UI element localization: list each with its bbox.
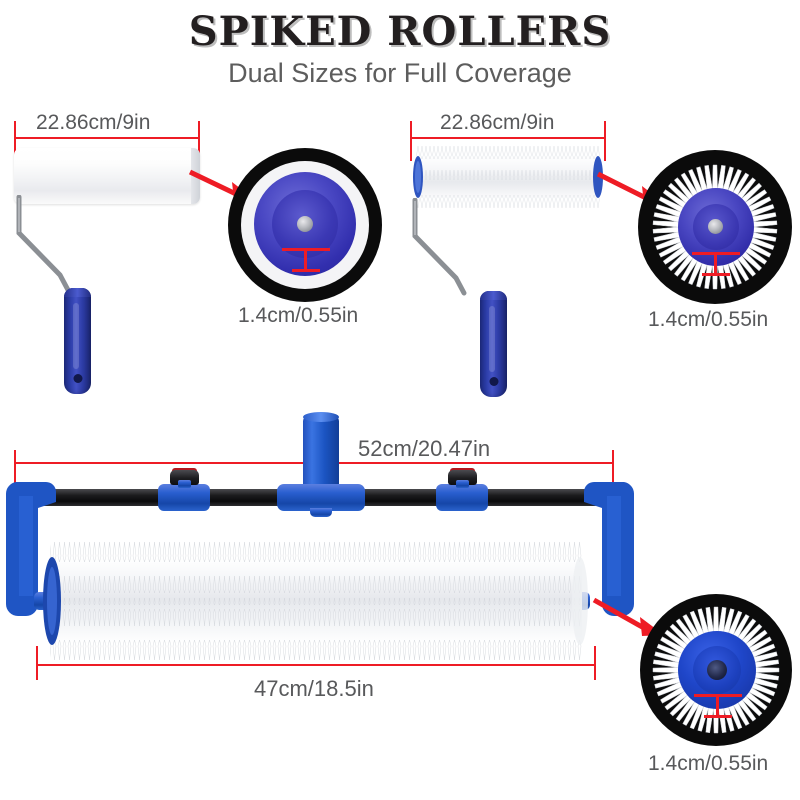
left-knob-stem [178, 480, 191, 488]
left-end-bracket [6, 482, 56, 616]
center-t-fitting-stub [310, 508, 332, 517]
detail-metal-hub [297, 216, 313, 232]
smooth-roller-detail-circle [228, 148, 382, 302]
smooth-roller-measure-tick-right [198, 121, 200, 159]
spiked-roller-body [412, 146, 604, 208]
large-bar-measure-tick-right [612, 450, 614, 488]
handle-hanging-hole [73, 374, 82, 383]
left-collar-fitting [158, 484, 210, 511]
left-adjust-knob[interactable] [170, 470, 199, 485]
smooth-roller-length-label: 22.86cm/9in [36, 111, 151, 134]
spiked-roller-svg [413, 146, 603, 208]
right-adjust-knob[interactable] [448, 470, 477, 485]
large-roller-length-label: 47cm/18.5in [254, 676, 374, 701]
handle-collar [480, 291, 507, 300]
smooth-roller-measure-tick-left [14, 121, 16, 159]
large-roller-measure-line [36, 664, 596, 666]
large-roller-body [42, 542, 590, 660]
spiked-roller-spike-height-bracket [692, 252, 740, 276]
page-subtitle: Dual Sizes for Full Coverage [228, 58, 572, 88]
center-t-fitting [277, 484, 365, 511]
smooth-roller-handle [64, 288, 91, 394]
spiked-roller-measure-line [410, 137, 606, 139]
page-title: SPIKED ROLLERS [188, 8, 612, 55]
large-roller-detail-circle [640, 594, 792, 746]
large-roller-detail-label: 1.4cm/0.55in [648, 752, 769, 775]
smooth-roller-detail-label: 1.4cm/0.55in [238, 304, 359, 327]
smooth-roller-measure-line [14, 137, 200, 139]
smooth-roller-frame-wire [16, 195, 71, 293]
spiked-roller-measure-tick-right [604, 121, 606, 161]
large-roller-measure-tick-left [36, 646, 38, 680]
large-bar-measure-tick-left [14, 450, 16, 488]
spiked-roller-frame-wire [412, 198, 467, 296]
right-end-bracket [584, 482, 634, 616]
large-roller-svg [43, 542, 588, 660]
handle-highlight [489, 305, 495, 372]
spiked-roller-detail-circle [638, 150, 792, 304]
pole-socket-rim [303, 412, 339, 422]
right-collar-fitting [436, 484, 488, 511]
handle-collar [64, 288, 91, 297]
handle-hanging-hole [489, 377, 498, 386]
detail-center-hole [707, 660, 727, 680]
large-bar-length-label: 52cm/20.47in [358, 436, 491, 461]
spiked-roller-length-label: 22.86cm/9in [440, 111, 555, 134]
large-roller-spike-height-bracket [694, 694, 742, 718]
spiked-roller-handle [480, 291, 507, 397]
spiked-roller-detail-label: 1.4cm/0.55in [648, 308, 769, 331]
right-knob-stem [456, 480, 469, 488]
detail-metal-hub [708, 219, 723, 234]
handle-highlight [73, 302, 79, 369]
large-roller-measure-tick-right [594, 646, 596, 680]
smooth-roller-spike-height-bracket [282, 248, 330, 272]
spiked-roller-measure-tick-left [410, 121, 412, 161]
